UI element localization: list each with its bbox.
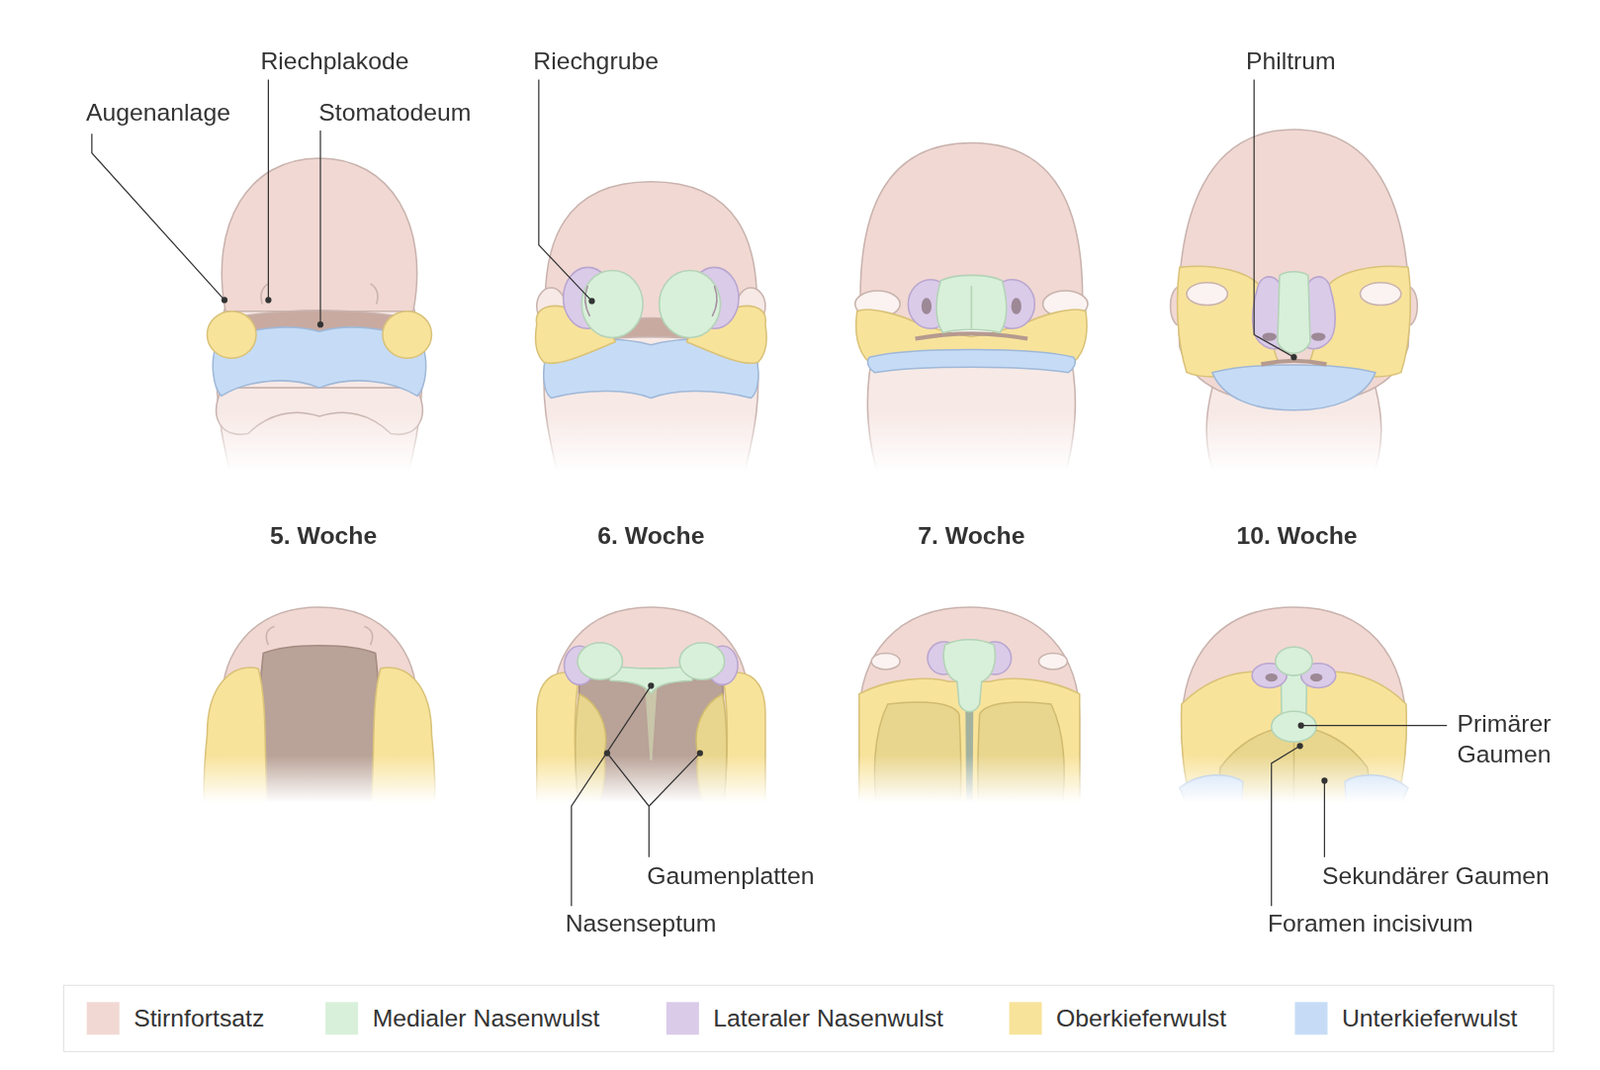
nostril bbox=[921, 297, 932, 315]
leader-line bbox=[571, 685, 651, 906]
medial-nasal bbox=[659, 269, 721, 338]
leader-line bbox=[1301, 724, 1448, 726]
medial-nasal bbox=[679, 642, 724, 680]
leader-line bbox=[91, 133, 225, 300]
placode-mark bbox=[370, 283, 378, 305]
leader-line bbox=[319, 130, 321, 325]
structure-label: Gaumenplatten bbox=[646, 860, 814, 891]
structure-label: Stomatodeum bbox=[318, 96, 471, 128]
leader-dot bbox=[697, 749, 704, 756]
nostril bbox=[1310, 673, 1323, 682]
medial-nasal bbox=[577, 642, 623, 680]
structure-label: Augenanlage bbox=[86, 96, 231, 128]
primary-palate bbox=[1271, 711, 1317, 742]
legend-text: Oberkieferwulst bbox=[1056, 1002, 1227, 1034]
structure-label: Philtrum bbox=[1245, 45, 1336, 77]
fade bbox=[0, 755, 1600, 819]
legend-swatch bbox=[1294, 1001, 1328, 1035]
septum bbox=[644, 685, 657, 760]
legend-swatch bbox=[666, 1001, 700, 1035]
nostril bbox=[1011, 297, 1022, 315]
legend-text: Medialer Nasenwulst bbox=[372, 1002, 601, 1034]
leader-dot bbox=[221, 296, 228, 303]
mandibular-prominence bbox=[867, 349, 1075, 372]
mandibular-prominence bbox=[1212, 364, 1376, 411]
structure-label: Primärer Gaumen bbox=[1457, 708, 1586, 770]
leader-dot bbox=[265, 296, 271, 303]
structure-label: Nasenseptum bbox=[565, 907, 717, 939]
medial-nasal bbox=[1275, 646, 1313, 676]
nostril bbox=[1261, 332, 1276, 341]
leader-dots bbox=[221, 296, 1329, 784]
leader-line bbox=[267, 79, 269, 300]
structure-label: Foramen incisivum bbox=[1267, 907, 1474, 939]
leader-dot bbox=[588, 297, 595, 304]
medial-nasal bbox=[936, 274, 1007, 333]
eye bbox=[1360, 282, 1402, 306]
week-label: 10. Woche bbox=[1237, 520, 1358, 551]
structure-label: Riechplakode bbox=[260, 45, 409, 77]
medial-nasal bbox=[1277, 271, 1311, 355]
structure-label: Riechgrube bbox=[533, 45, 659, 77]
eye bbox=[871, 652, 900, 670]
placode-mark bbox=[363, 626, 372, 646]
week-label: 5. Woche bbox=[269, 520, 377, 551]
week-label: 6. Woche bbox=[597, 520, 705, 551]
leader-dot bbox=[1298, 722, 1305, 729]
structure-label: Sekundärer Gaumen bbox=[1322, 860, 1550, 891]
legend-text: Lateraler Nasenwulst bbox=[712, 1002, 944, 1034]
mouth bbox=[1260, 360, 1327, 365]
leader-dot bbox=[647, 682, 654, 689]
eye bbox=[1186, 282, 1228, 306]
leader-line bbox=[1324, 780, 1326, 857]
legend-swatch bbox=[87, 1001, 120, 1035]
leader-line bbox=[1271, 745, 1301, 906]
legend-text: Unterkieferwulst bbox=[1341, 1002, 1518, 1034]
legend-box: Stirnfortsatz Medialer Nasenwulst Laterale… bbox=[63, 984, 1555, 1053]
leader-line bbox=[1253, 79, 1294, 357]
nostril bbox=[1311, 332, 1326, 341]
medial-nasal bbox=[581, 269, 643, 338]
leader-lines bbox=[91, 79, 1447, 906]
medial-nasal-line bbox=[971, 285, 974, 329]
leader-dot bbox=[1297, 742, 1304, 749]
mouth bbox=[915, 333, 1029, 339]
frontal-prominence bbox=[544, 181, 757, 338]
leader-line bbox=[538, 79, 593, 301]
leader-dot bbox=[1290, 354, 1297, 360]
legend-text: Stirnfortsatz bbox=[133, 1002, 265, 1034]
placode-mark bbox=[266, 626, 274, 646]
frontal-prominence bbox=[221, 158, 417, 312]
legend-swatch bbox=[1009, 1001, 1043, 1035]
week-label: 7. Woche bbox=[917, 520, 1025, 551]
maxillary-prominence bbox=[206, 311, 257, 358]
nostril bbox=[1265, 673, 1278, 682]
bracket-leader bbox=[607, 753, 701, 858]
leader-dot bbox=[604, 749, 611, 756]
medial-nasal bbox=[943, 639, 995, 712]
legend-swatch bbox=[325, 1001, 358, 1035]
leader-dot bbox=[1321, 777, 1328, 784]
eye bbox=[1038, 652, 1067, 670]
nasal-pit bbox=[711, 285, 717, 317]
leader-dot bbox=[317, 321, 324, 328]
fade bbox=[0, 413, 1600, 490]
maxillary-prominence bbox=[382, 311, 433, 358]
